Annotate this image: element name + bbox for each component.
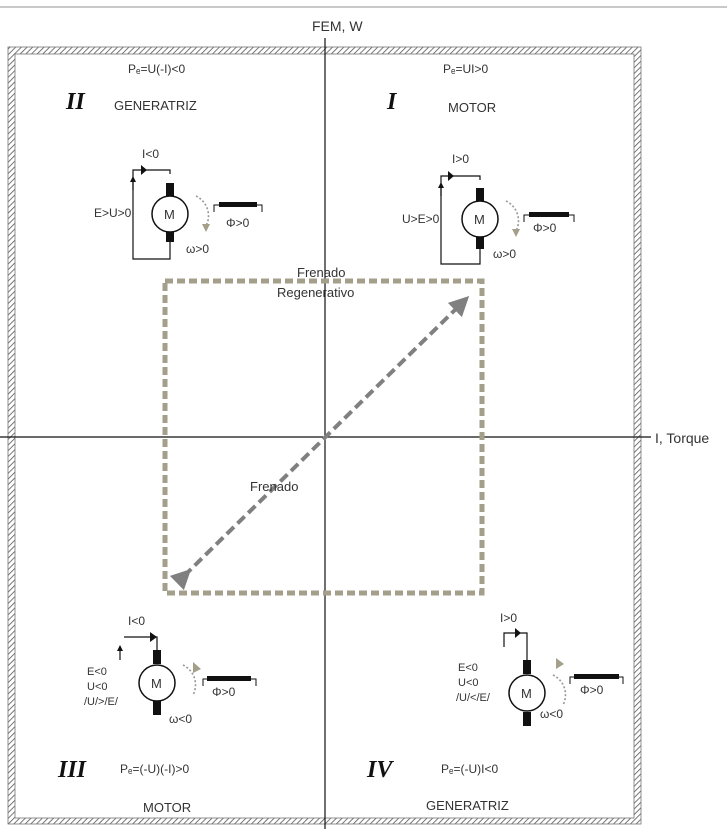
q4-mode: GENERATRIZ: [426, 798, 509, 813]
q4-cond-u: U<0: [458, 677, 479, 689]
q4-current: I>0: [500, 611, 517, 625]
q3-motor-circuit: [117, 632, 257, 715]
q3-mode: MOTOR: [143, 800, 191, 815]
q4-omega: ω<0: [540, 707, 563, 721]
q1-emf: U>E>0: [402, 212, 440, 226]
q2-power: Pₑ=U(-I)<0: [128, 62, 185, 76]
q2-motor-label: M: [164, 207, 175, 222]
q3-numeral: III: [57, 757, 88, 783]
q1-motor-label: M: [474, 212, 485, 227]
regen-label-line2: Regenerativo: [277, 285, 354, 300]
q1-mode: MOTOR: [448, 100, 496, 115]
q1-motor-circuit: [438, 171, 575, 265]
q1-current: I>0: [452, 152, 469, 166]
q3-current: I<0: [128, 614, 145, 628]
q1-omega: ω>0: [493, 247, 516, 261]
q2-numeral: II: [65, 89, 86, 115]
braking-label: Frenado: [250, 479, 298, 494]
q2-motor-circuit: [130, 165, 263, 260]
q2-flux: Φ>0: [226, 216, 250, 230]
q4-flux: Φ>0: [580, 683, 604, 697]
q4-motor-circuit: [503, 628, 624, 726]
q2-current: I<0: [142, 147, 159, 161]
q4-power: Pₑ=(-U)I<0: [441, 762, 498, 776]
q2-emf: E>U>0: [94, 206, 132, 220]
q2-mode: GENERATRIZ: [114, 98, 197, 113]
q2-omega: ω>0: [186, 242, 209, 256]
q4-motor-label: M: [521, 686, 532, 701]
q3-cond-e: E<0: [87, 666, 107, 678]
q4-cond-mag: /U/</E/: [456, 692, 491, 704]
q3-power: Pₑ=(-U)(-I)>0: [120, 762, 189, 776]
q3-flux: Φ>0: [212, 685, 236, 699]
q4-numeral: IV: [366, 757, 394, 783]
q1-numeral: I: [386, 89, 398, 115]
y-axis-label: FEM, W: [312, 18, 363, 34]
q3-omega: ω<0: [169, 712, 192, 726]
braking-diagonal-arrow: [169, 295, 470, 591]
x-axis-label: I, Torque: [655, 430, 709, 446]
quadrant-ii: Pₑ=U(-I)<0 II GENERATRIZ M I<0 E>U>0 ω>0…: [65, 62, 263, 260]
quadrant-iii: M I<0 E<0 U<0 /U/>/E/ ω<0 Φ>0 III Pₑ=(-U…: [57, 614, 257, 815]
q4-cond-e: E<0: [458, 662, 478, 674]
q3-cond-mag: /U/>/E/: [84, 696, 119, 708]
q1-flux: Φ>0: [533, 221, 557, 235]
quadrant-iv: M I>0 E<0 U<0 /U/</E/ ω<0 Φ>0 IV Pₑ=(-U)…: [366, 611, 624, 813]
regenerative-braking-box: [162, 278, 485, 596]
q3-cond-u: U<0: [87, 681, 108, 693]
q3-motor-label: M: [151, 676, 162, 691]
regen-label-line1: Frenado: [297, 265, 345, 280]
q1-power: Pₑ=UI>0: [443, 62, 488, 76]
quadrant-i: Pₑ=UI>0 I MOTOR M I>0 U>E>0 ω>0 Φ>0: [386, 62, 575, 265]
